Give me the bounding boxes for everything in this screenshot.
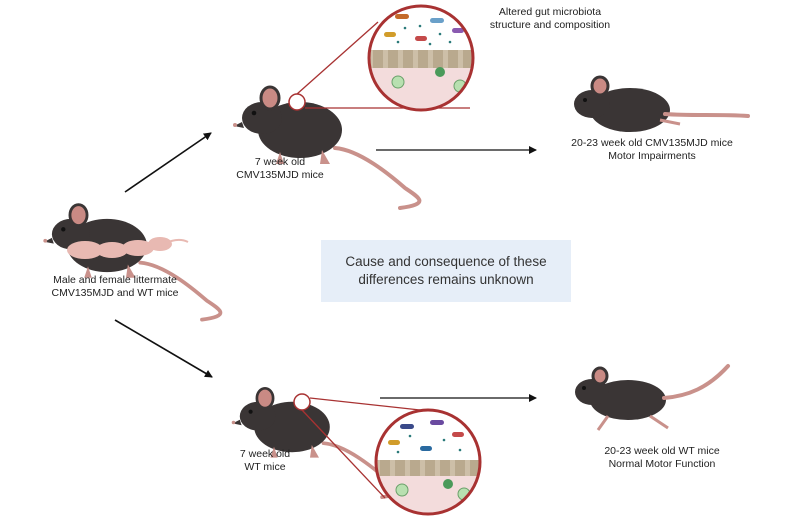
gut-magnifier-icon bbox=[374, 408, 482, 516]
note-line: differences remains unknown bbox=[358, 272, 534, 287]
mjd-old-label: 20-23 week old CMV135MJD mice Motor Impa… bbox=[571, 137, 733, 162]
zoom-spot-marker bbox=[288, 93, 306, 111]
microbiota-label: Altered gut microbiota structure and com… bbox=[489, 6, 611, 31]
mouse-icon bbox=[575, 364, 730, 431]
arrow-start-to-mjd bbox=[124, 132, 212, 193]
zoom-line bbox=[296, 21, 379, 95]
mjd-young-label: 7 week old CMV135MJD mice bbox=[236, 156, 324, 181]
mouse-with-pups-icon bbox=[41, 202, 223, 322]
wt-old-label: 20-23 week old WT mice Normal Motor Func… bbox=[604, 445, 720, 470]
zoom-line bbox=[309, 397, 421, 411]
wt-young-label: 7 week old WT mice bbox=[239, 448, 291, 473]
note-box: Cause and consequence of these differenc… bbox=[321, 240, 571, 302]
zoom-line bbox=[301, 409, 386, 499]
mouse-icon bbox=[231, 85, 422, 210]
mouse-icon bbox=[574, 75, 750, 132]
note-line: Cause and consequence of these bbox=[345, 254, 547, 269]
arrow-start-to-wt bbox=[114, 319, 213, 378]
zoom-spot-marker bbox=[293, 393, 311, 411]
gut-magnifier-icon bbox=[367, 4, 475, 112]
start-label: Male and female littermate CMV135MJD and… bbox=[51, 274, 179, 299]
